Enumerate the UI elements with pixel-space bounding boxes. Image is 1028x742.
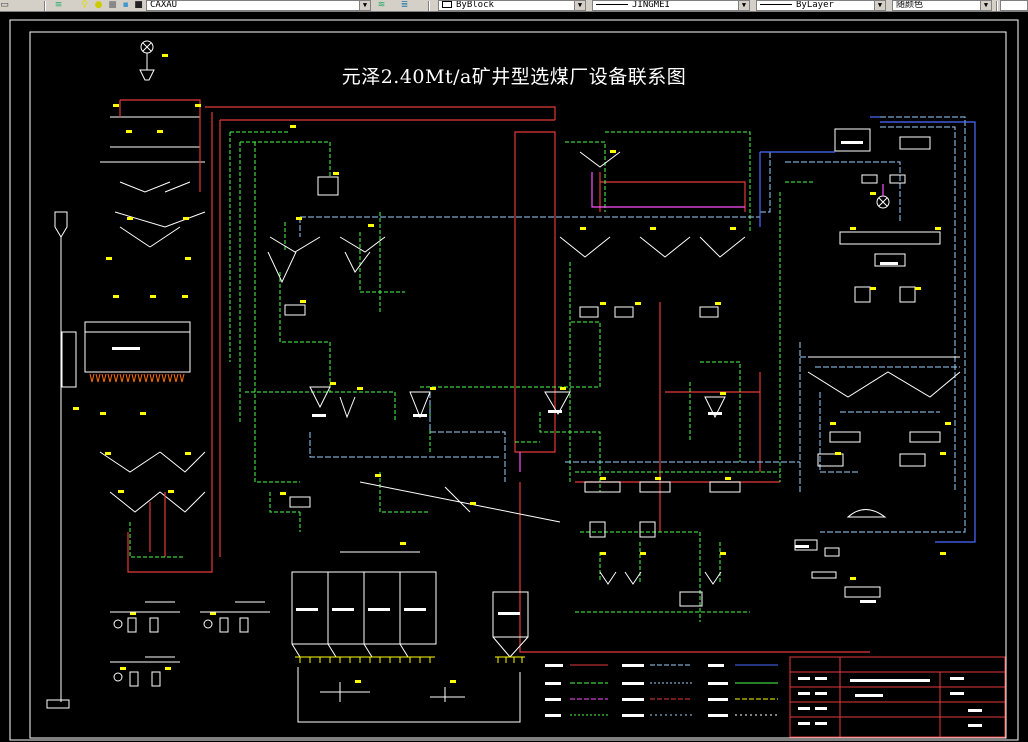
outer-frame (9, 19, 1019, 741)
toolbar-extra-field[interactable] (1000, 0, 1028, 11)
chevron-down-icon[interactable]: ▼ (738, 1, 749, 10)
drawing-frame (29, 31, 1007, 739)
chevron-down-icon[interactable]: ▼ (359, 1, 370, 10)
plotstyle-control-dropdown[interactable]: 随颜色 ▼ (892, 0, 992, 11)
toolbar-separator (428, 1, 430, 11)
layer-color-swatch-icon[interactable]: ■ (134, 0, 143, 10)
chevron-down-icon[interactable]: ▼ (874, 1, 885, 10)
color-control-value: ByBlock (456, 0, 494, 10)
thickener-box (317, 176, 339, 196)
green-pipelines (129, 131, 815, 622)
left-process-column (46, 40, 206, 709)
cad-drawing-canvas[interactable] (0, 12, 1028, 742)
red-pipelines (119, 99, 870, 653)
layer-freeze-icon[interactable]: ● (94, 0, 103, 10)
magenta-pipelines (519, 172, 884, 472)
lineweight-sample-icon (760, 4, 792, 5)
make-current-layer-icon[interactable]: ≋ (377, 0, 386, 10)
drawing-title: 元泽2.40Mt/a矿井型选煤厂设备联系图 (341, 66, 687, 88)
lineweight-control-dropdown[interactable]: ByLayer ▼ (756, 0, 886, 11)
lineweight-control-value: ByLayer (796, 0, 834, 10)
lightblue-pipelines (299, 116, 966, 533)
flotation-cell-bank (84, 321, 191, 373)
layer-manager-icon[interactable]: ≡ (54, 0, 63, 10)
color-control-dropdown[interactable]: ByBlock ▼ (438, 0, 586, 11)
line-legend (545, 664, 778, 717)
middle-equipment (267, 151, 746, 723)
white-equipment-labels (112, 141, 898, 615)
blue-pipelines (759, 116, 976, 543)
toolbar-separator (44, 1, 46, 11)
chevron-down-icon[interactable]: ▼ (980, 1, 991, 10)
title-block-text-marks (798, 677, 982, 727)
bottom-left-pump-groups (110, 601, 270, 687)
color-swatch-icon (442, 1, 452, 8)
yellow-tag-markers (73, 54, 951, 683)
chevron-down-icon[interactable]: ▼ (574, 1, 585, 10)
side-bunker (492, 591, 529, 638)
layer-lock-icon[interactable]: ■ (108, 0, 117, 10)
bunker-discharge-row (295, 656, 525, 663)
flotation-discharge-row (89, 373, 185, 383)
layer-dropdown-value: CAXAU (150, 0, 178, 10)
title-block (789, 656, 1006, 738)
layer-plot-icon[interactable]: ▪ (122, 0, 129, 10)
plotstyle-control-value: 随颜色 (896, 0, 924, 10)
toolbar-separator (996, 1, 998, 11)
layer-state-icon[interactable]: ▭ (0, 0, 9, 10)
properties-toolbar: ▭ ≡ ♀ ● ■ ▪ ■ CAXAU ▼ ≋ ≣ ByBlock ▼ JING… (0, 0, 1028, 12)
layer-previous-icon[interactable]: ≣ (400, 0, 409, 10)
layer-dropdown[interactable]: CAXAU ▼ (146, 0, 371, 11)
linetype-control-value: JINGMEI (632, 0, 670, 10)
linetype-control-dropdown[interactable]: JINGMEI ▼ (592, 0, 750, 11)
right-equipment (584, 128, 961, 607)
layer-on-icon[interactable]: ♀ (81, 0, 88, 10)
linetype-sample-icon (596, 4, 628, 5)
